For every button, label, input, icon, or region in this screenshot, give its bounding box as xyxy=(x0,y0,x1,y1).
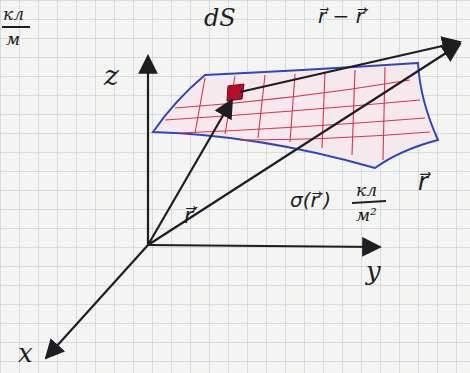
unit-numerator: кл xyxy=(356,182,377,199)
axis-label: y xyxy=(366,258,381,284)
vectors xyxy=(148,42,460,245)
vector-label: r⃗′ xyxy=(184,205,198,227)
fraction-bar xyxy=(352,201,386,203)
axis-label: x xyxy=(18,340,33,366)
charge-density-label: σ(r⃗′) xyxy=(290,190,331,210)
unit-denominator: м² xyxy=(356,207,377,224)
axis-label: z xyxy=(104,62,119,90)
vector-label: r⃗ − r⃗′ xyxy=(318,6,368,26)
unit-numerator: кл xyxy=(3,6,24,23)
surface-element-label: dS xyxy=(204,6,236,30)
fraction-bar xyxy=(2,26,30,28)
unit-denominator: м xyxy=(6,31,20,48)
vector-label: r⃗ xyxy=(418,170,428,194)
